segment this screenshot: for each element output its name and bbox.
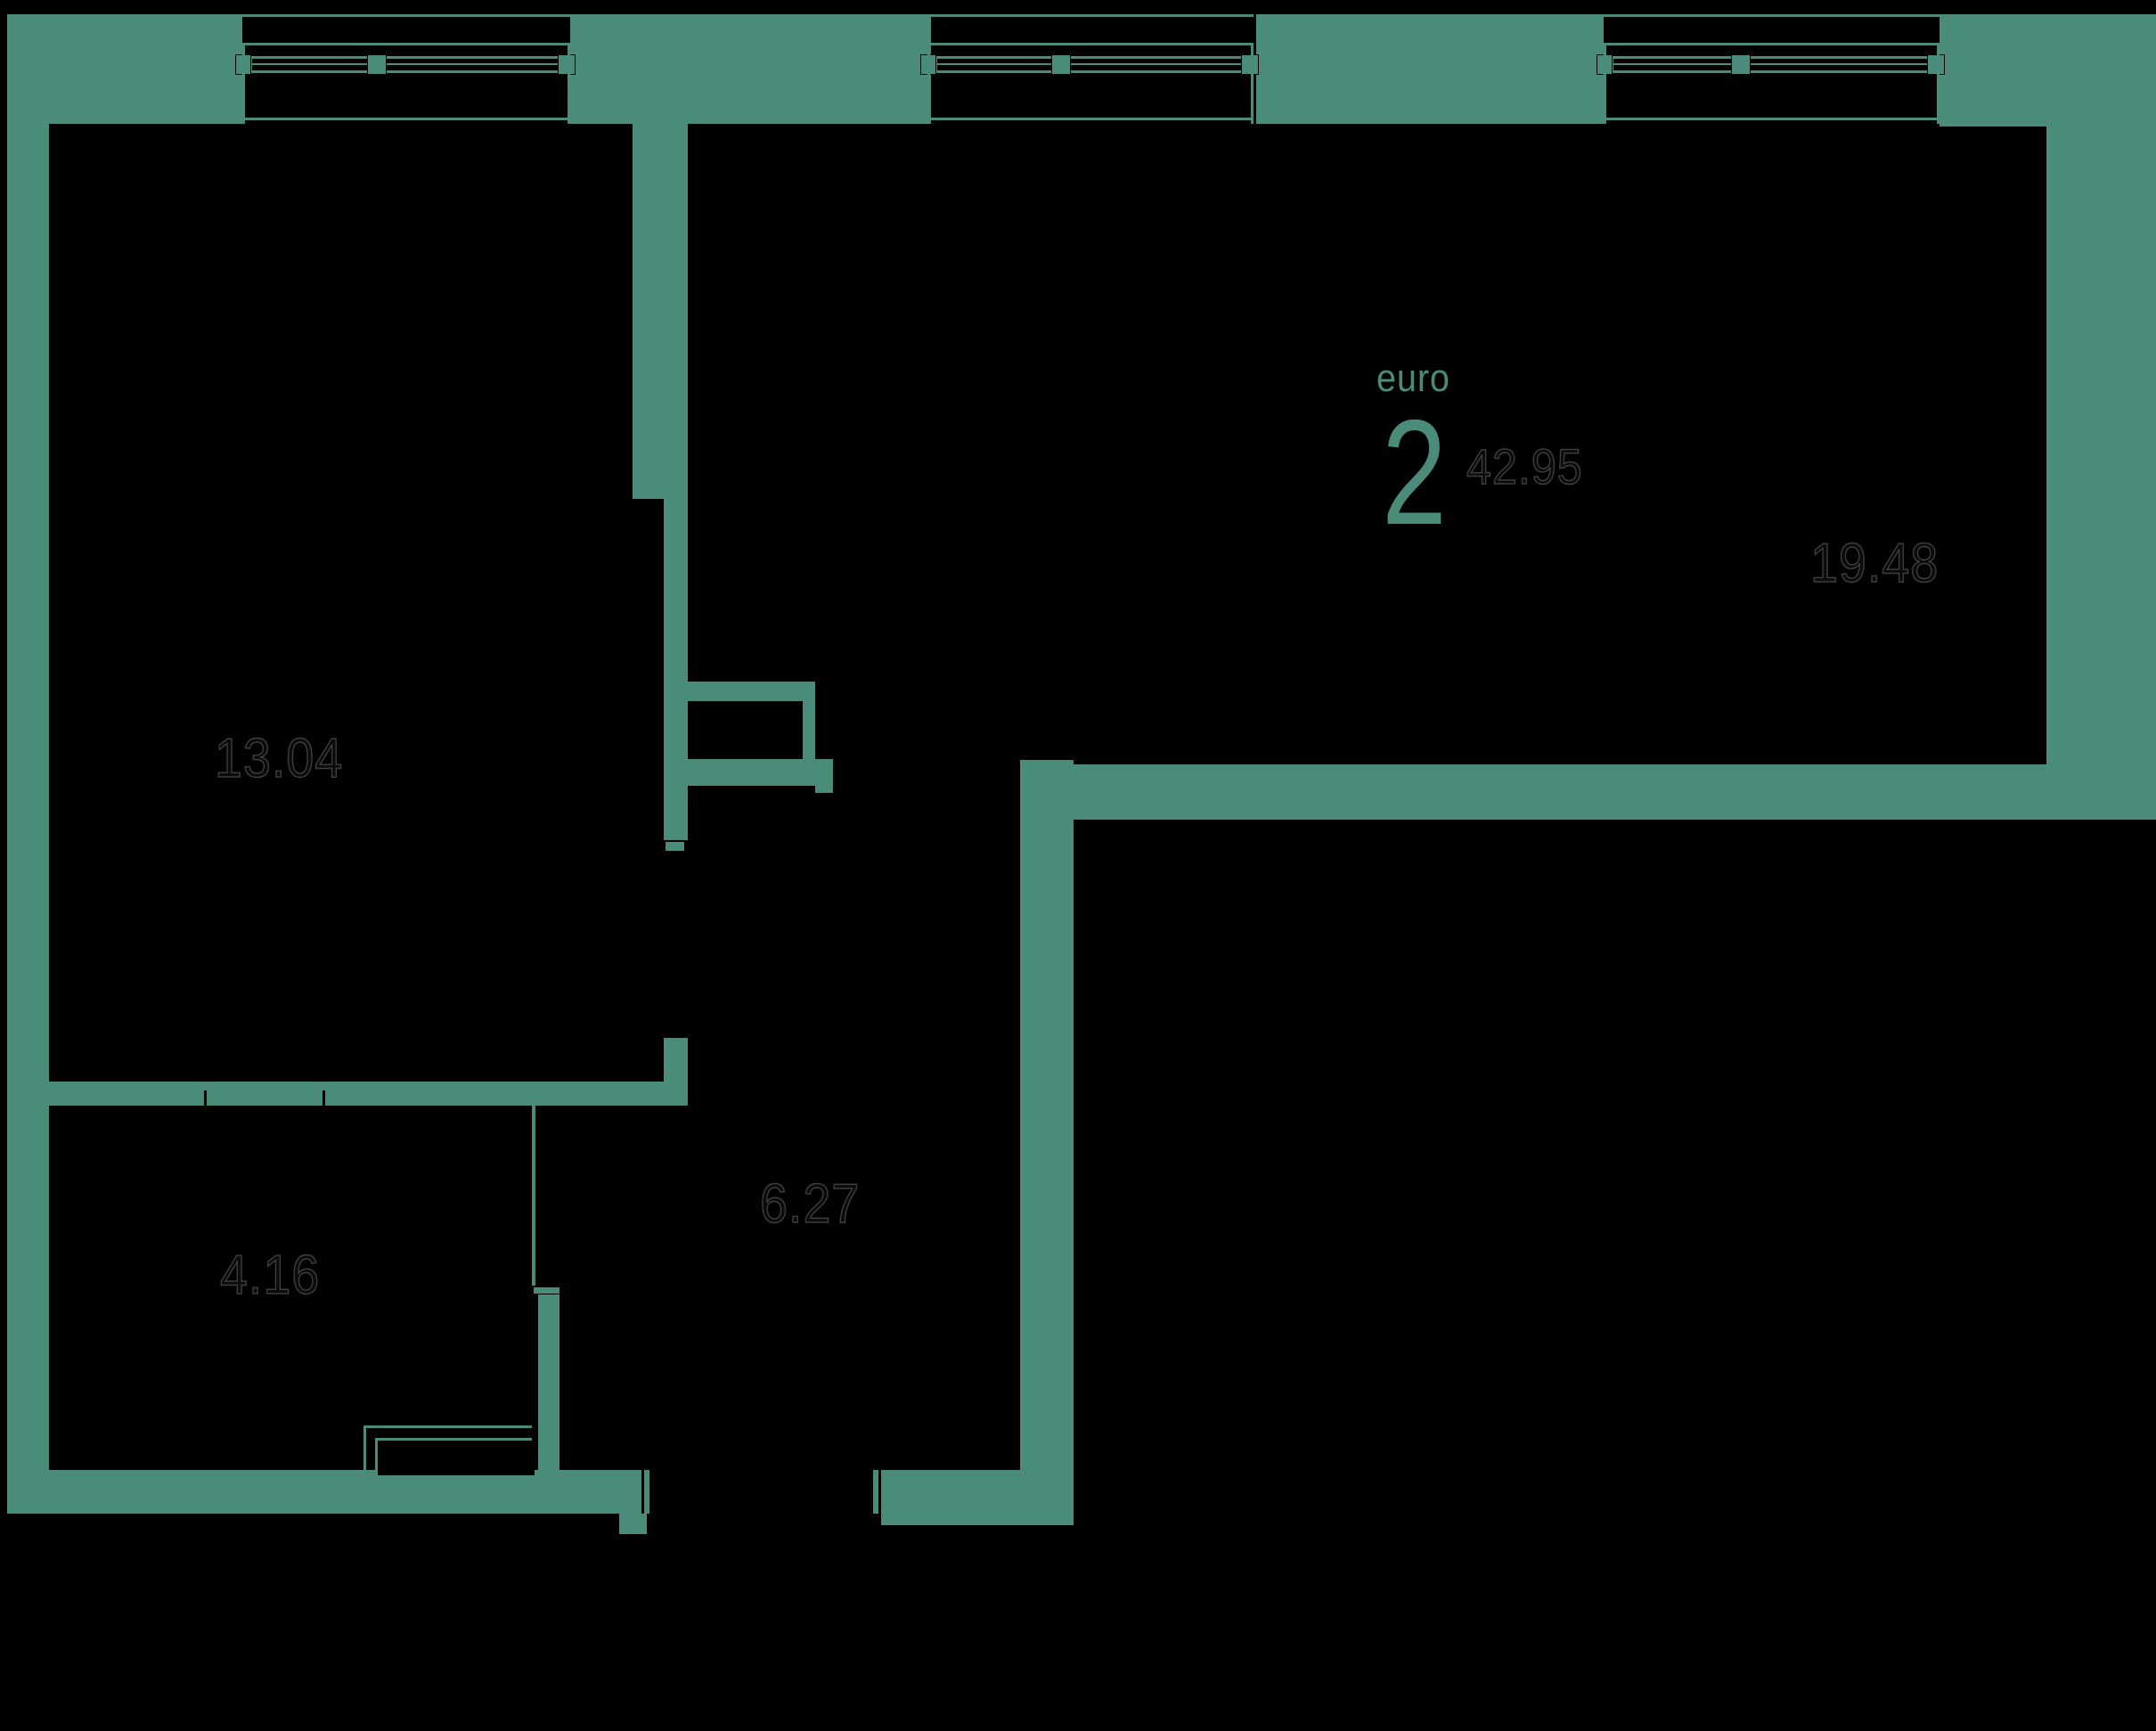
entrance-jamb-left	[644, 1470, 649, 1514]
window-outer-line	[1604, 14, 1940, 17]
wall-bottom-left	[7, 1470, 641, 1514]
window-jamb-left	[1604, 43, 1606, 124]
bedroom-door-jamb	[664, 840, 686, 853]
window-2	[920, 14, 1259, 124]
window-outer-line	[927, 14, 1254, 17]
window-sash-mullion	[1051, 54, 1072, 75]
window-sash	[249, 56, 561, 73]
room-area-bedroom: 13.04	[214, 728, 344, 789]
entrance-step-line-top	[363, 1425, 532, 1428]
wall-bedroom-living-mid	[664, 499, 688, 840]
window-jamb-right	[568, 43, 570, 124]
window-sash	[1611, 56, 1931, 73]
window-sash-cap-right	[1241, 54, 1259, 75]
window-sash-cap-right	[558, 54, 576, 75]
wall-chase-mark-left	[204, 1090, 207, 1106]
shaft-top-wall	[686, 682, 815, 701]
rooms-count-label: 2	[1382, 388, 1447, 556]
window-jamb-right	[1251, 43, 1254, 124]
room-area-hallway: 6.27	[759, 1173, 861, 1235]
wall-living-bottom	[1020, 764, 2156, 820]
wall-top-mid-right	[1256, 14, 1604, 124]
plan-type-label: euro	[1376, 356, 1450, 400]
window-1	[235, 14, 576, 124]
window-inner-face-line	[242, 118, 570, 120]
window-outer-line	[242, 14, 570, 17]
wall-bedroom-bathroom	[49, 1082, 688, 1106]
bathroom-door-leaf-line	[532, 1106, 535, 1286]
wall-left	[7, 14, 49, 1514]
window-jamb-right	[1937, 43, 1940, 124]
wall-chase-mark-right	[323, 1090, 325, 1106]
window-sash-glass-line	[252, 63, 559, 65]
wall-bedroom-living-upper	[633, 124, 688, 499]
window-sash-mullion	[1731, 54, 1752, 75]
window-inner-face-line	[1604, 118, 1940, 120]
window-3	[1597, 14, 1945, 124]
shaft-right-wall	[803, 701, 815, 759]
window-jamb-left	[242, 43, 245, 124]
window-frame-line	[927, 43, 1254, 45]
window-jamb-left	[927, 43, 930, 124]
window-sash-glass-line	[1613, 63, 1928, 65]
window-inner-face-line	[927, 118, 1254, 120]
wall-hallway-right	[1020, 760, 1074, 1525]
entrance-threshold	[378, 1441, 535, 1475]
wall-right	[2046, 127, 2156, 820]
wall-top-right-corner	[1940, 14, 2156, 127]
window-sash-mullion	[366, 54, 387, 75]
shaft-bottom-wall	[664, 759, 833, 786]
wall-top-mid-left	[570, 14, 931, 124]
room-area-living: 19.48	[1809, 533, 1940, 594]
entrance-step-line-side	[363, 1425, 366, 1474]
window-frame-line	[242, 43, 570, 45]
shaft-end-cap	[815, 759, 833, 793]
entrance-step-line-top-2	[375, 1438, 532, 1441]
window-frame-line	[1604, 43, 1940, 45]
window-sash-cap-right	[1927, 54, 1945, 75]
total-area-label: 42.95	[1466, 438, 1583, 494]
entrance-jamb-right	[873, 1470, 878, 1514]
window-sash-glass-line	[937, 63, 1242, 65]
room-area-bathroom: 4.16	[219, 1245, 321, 1306]
entrance-step-line-side-2	[375, 1438, 378, 1474]
window-sash	[935, 56, 1245, 73]
entrance-step-stub	[619, 1514, 647, 1534]
wall-bottom-right	[881, 1470, 1074, 1525]
